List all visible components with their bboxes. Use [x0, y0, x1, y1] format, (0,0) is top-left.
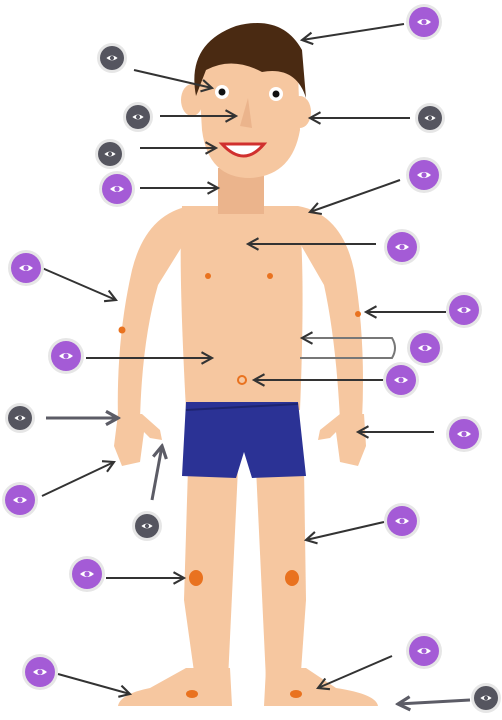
eye-icon — [395, 244, 409, 250]
eye-icon — [19, 265, 33, 271]
hotspot-shoulder-button[interactable] — [406, 157, 442, 193]
right-pupil — [272, 90, 280, 98]
hotspot-hair-button[interactable] — [406, 4, 442, 40]
nose — [240, 98, 252, 128]
body-marks — [118, 273, 361, 698]
eye-icon — [13, 497, 27, 503]
arrow-icon — [41, 267, 118, 303]
eye-icon — [132, 114, 144, 120]
hotspot-eye-button[interactable] — [97, 43, 127, 73]
hotspot-nose-button[interactable] — [123, 102, 153, 132]
arrow-icon — [299, 23, 405, 46]
hotspot-ankle-button[interactable] — [406, 633, 442, 669]
hotspot-back-button[interactable] — [407, 330, 443, 366]
hotspot-knee-button[interactable] — [69, 556, 105, 592]
left-pupil — [218, 88, 226, 96]
hotspot-foot-button[interactable] — [22, 654, 58, 690]
arrow-icon — [303, 521, 385, 545]
left-arm — [117, 206, 190, 420]
arrow-icon — [299, 331, 396, 359]
arrow-icon — [41, 460, 116, 497]
eye-icon — [417, 648, 431, 654]
left-hand — [114, 414, 162, 466]
left-leg — [184, 468, 238, 690]
hotspot-toes-button[interactable] — [471, 683, 501, 713]
arrow-icon — [398, 700, 471, 704]
eye-icon — [417, 172, 431, 178]
eye-icon — [14, 415, 26, 421]
hotspot-hand-button[interactable] — [446, 416, 482, 452]
hotspot-thumb-button[interactable] — [132, 511, 162, 541]
eye-icon — [457, 307, 471, 313]
hotspot-navel-button[interactable] — [383, 362, 419, 398]
arrow-icon — [57, 673, 133, 698]
hotspot-upper-arm-button[interactable] — [8, 250, 44, 286]
eye-icon — [104, 151, 116, 157]
pointer-arrows — [41, 23, 471, 704]
right-arm — [298, 206, 363, 420]
right-leg — [256, 468, 306, 690]
eye-icon — [110, 186, 124, 192]
arrow-icon — [150, 446, 162, 501]
hotspot-mouth-button[interactable] — [95, 139, 125, 169]
hotspot-fingers-button[interactable] — [2, 482, 38, 518]
arrow-icon — [316, 655, 393, 691]
hotspot-wrist-button[interactable] — [5, 403, 35, 433]
shorts — [182, 402, 306, 478]
eye-icon — [417, 19, 431, 25]
eye-icon — [418, 345, 432, 351]
eye-icon — [33, 669, 47, 675]
hotspot-neck-button[interactable] — [99, 171, 135, 207]
hotspot-ear-button[interactable] — [415, 103, 445, 133]
hotspot-chest-button[interactable] — [384, 229, 420, 265]
hotspot-thigh-button[interactable] — [384, 503, 420, 539]
eye-icon — [141, 523, 153, 529]
mouth — [218, 142, 268, 158]
hotspot-elbow-button[interactable] — [446, 292, 482, 328]
hotspot-buttons — [2, 4, 501, 713]
eye-icon — [106, 55, 118, 61]
eye-icon — [394, 377, 408, 383]
eye-icon — [395, 518, 409, 524]
eye-icon — [424, 115, 436, 121]
left-foot — [118, 668, 232, 706]
hotspot-stomach-button[interactable] — [48, 338, 84, 374]
shorts-waistband — [185, 403, 299, 411]
eye-icon — [457, 431, 471, 437]
human-figure — [114, 23, 378, 706]
arrow-icon — [307, 179, 401, 216]
hair — [194, 23, 306, 98]
eye-icon — [480, 695, 492, 701]
eye-icon — [59, 353, 73, 359]
eye-icon — [80, 571, 94, 577]
right-hand — [318, 414, 366, 466]
arrow-icon — [133, 69, 215, 93]
